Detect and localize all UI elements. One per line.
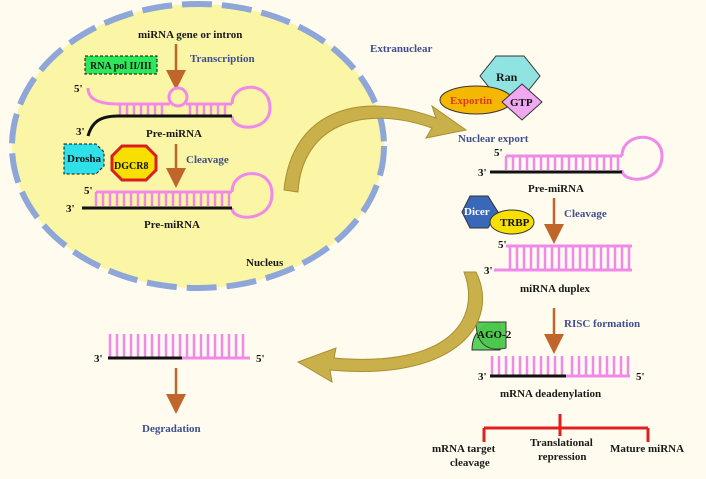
- gene-label: miRNA gene or intron: [138, 29, 242, 41]
- rna-pol-box: [84, 55, 158, 75]
- mirna-duplex-structure: [494, 244, 632, 272]
- dicer-shape: [461, 195, 499, 229]
- pre-mirna-label-2: Pre-miRNA: [144, 219, 200, 231]
- trbp-shape: [489, 209, 535, 235]
- mrna-deadenylation-structure: [490, 356, 630, 378]
- three-prime-5: 3': [478, 371, 487, 383]
- gtp-shape: [501, 83, 543, 121]
- transcription-label: Transcription: [190, 53, 255, 65]
- three-prime-6: 3': [94, 353, 103, 365]
- mirna-duplex-label: miRNA duplex: [520, 283, 590, 295]
- five-prime-2: 5': [84, 185, 93, 197]
- three-prime-2: 3': [66, 203, 75, 215]
- degradation-label: Degradation: [142, 423, 201, 435]
- five-prime-5: 5': [636, 371, 645, 383]
- three-prime-4: 3': [484, 265, 493, 277]
- dgcr8-shape: [110, 144, 158, 182]
- five-prime-3: 5': [494, 147, 503, 159]
- three-prime-3: 3': [478, 167, 487, 179]
- degradation-curved-arrow: [296, 271, 484, 383]
- nucleus-label: Nucleus: [246, 257, 284, 269]
- five-prime-6: 5': [256, 353, 265, 365]
- translational-repression-label: Translational: [530, 437, 593, 449]
- five-prime-1: 5': [74, 83, 83, 95]
- mrna-target-cleavage-label: mRNA target: [432, 443, 496, 455]
- extranuclear-label: Extranuclear: [370, 43, 432, 55]
- mature-mirna-label: Mature miRNA: [610, 443, 684, 455]
- nucleus-ellipse: [9, 1, 387, 291]
- pre-mirna-label-3: Pre-miRNA: [528, 183, 584, 195]
- ago2-bubble: [475, 321, 507, 350]
- export-curved-arrow: [283, 104, 468, 193]
- degradation-structure: [108, 334, 250, 360]
- pre-mirna-hairpin-nucleus: [82, 172, 274, 219]
- risc-formation-label: RISC formation: [564, 318, 640, 330]
- rna-pol-label: RNA pol II/III: [90, 61, 152, 72]
- gtp-label: GTP: [510, 97, 533, 109]
- trbp-label: TRBP: [500, 217, 530, 229]
- dgcr8-label: DGCR8: [114, 161, 148, 172]
- nuclear-export-label: Nuclear export: [458, 133, 529, 145]
- three-prime-1: 3': [76, 126, 85, 138]
- dicer-label: Dicer: [464, 206, 490, 218]
- pri-mirna-structure: [86, 85, 272, 137]
- pre-mirna-label-1: Pre-miRNA: [146, 128, 202, 140]
- translational-repression-label-2: repression: [538, 451, 587, 463]
- ran-label: Ran: [496, 70, 518, 84]
- five-prime-4: 5': [498, 239, 507, 251]
- exportin-label: Exportin: [450, 95, 492, 107]
- mrna-target-cleavage-label-2: cleavage: [450, 457, 490, 469]
- drosha-shape: [63, 143, 105, 175]
- drosha-label: Drosha: [67, 153, 102, 165]
- mrna-deadenylation-label: mRNA deadenylation: [500, 388, 601, 400]
- inhibition-bracket: [482, 414, 650, 442]
- cleavage-label-2: Cleavage: [564, 208, 607, 220]
- pre-mirna-hairpin-cytoplasm: [490, 135, 664, 181]
- ago2-label: AGO-2: [477, 329, 512, 341]
- cleavage-label-1: Cleavage: [186, 154, 229, 166]
